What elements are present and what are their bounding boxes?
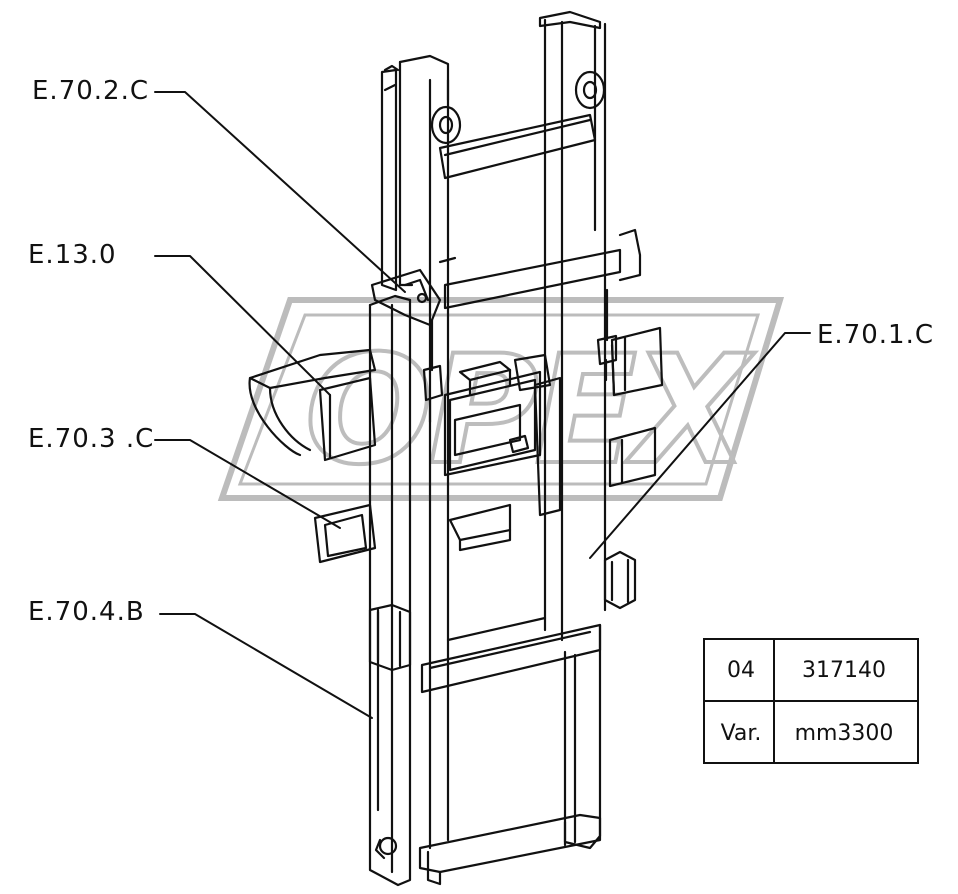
inner-mast <box>380 10 607 850</box>
table-row-variant: Var. mm3300 <box>705 702 917 764</box>
group-label: 04 <box>727 657 755 683</box>
cylinder-head-bracket <box>370 268 442 327</box>
variant-value: mm3300 <box>794 720 894 746</box>
chain-pulley-left <box>430 105 462 145</box>
fork-bracket-right-upper <box>610 326 664 397</box>
fork-arm-left <box>248 348 377 462</box>
outer-mast-left <box>368 294 412 887</box>
callout-e7001c: E.70.1.C <box>817 320 935 350</box>
callout-e130: E.13.0 <box>28 240 117 270</box>
outer-mast-right <box>563 550 637 850</box>
fork-block-right-lower <box>608 426 657 488</box>
callout-e7003c: E.70.3 .C <box>28 424 155 454</box>
inner-mast-lower-tie <box>420 616 602 694</box>
chain-pulley-right <box>574 70 606 110</box>
chain-right <box>596 288 618 382</box>
chain-left <box>422 318 444 424</box>
part-info-table: 04 317140 Var. mm3300 <box>703 638 919 764</box>
wear-plate-lower-left <box>313 503 377 564</box>
leader-e7001c <box>589 332 811 559</box>
callout-e7004b: E.70.4.B <box>28 597 145 627</box>
leader-e7002c <box>154 91 406 293</box>
table-row-group: 04 317140 <box>705 640 917 702</box>
carriage-plate <box>443 353 562 517</box>
inner-mast-mid-tie <box>438 228 642 310</box>
callout-e7002c: E.70.2.C <box>32 76 150 106</box>
part-number: 317140 <box>802 657 886 683</box>
outer-mast-bottom-tie <box>418 813 602 886</box>
leader-lines <box>154 91 811 719</box>
leader-e130 <box>154 255 331 396</box>
leader-e7003c <box>154 439 341 529</box>
leader-e7004b <box>159 613 373 719</box>
carriage-bottom-block <box>448 503 512 552</box>
inner-mast-top-tie <box>438 113 597 180</box>
watermark-text: OPEX <box>305 324 755 498</box>
variant-label: Var. <box>720 720 762 746</box>
